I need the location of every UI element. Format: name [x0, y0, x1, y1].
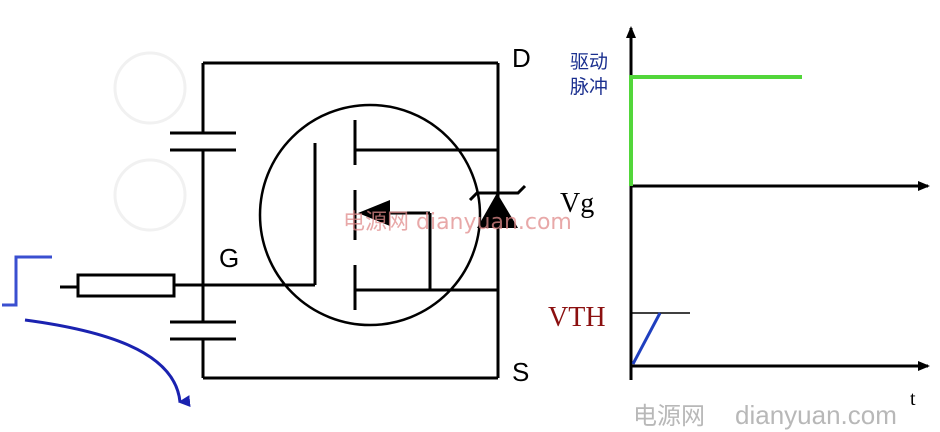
vg-ramp: [631, 312, 662, 365]
mosfet-symbol: [313, 120, 498, 310]
source-label: S: [512, 357, 529, 387]
capacitor-cgs: [170, 320, 236, 341]
faint-circle-mid: [113, 158, 187, 232]
input-step-waveform: [2, 255, 52, 307]
time-axis-label: t: [910, 388, 916, 410]
watermark-corner-cn: 电源网: [633, 402, 705, 430]
channel-arrow-icon: [358, 200, 390, 226]
current-arrow: [24, 318, 191, 408]
gate-resistor: [76, 273, 176, 298]
gate-label: G: [219, 243, 239, 273]
drain-label: D: [512, 43, 531, 73]
drive-pulse-label-line1: 驱动: [570, 51, 608, 73]
faint-circle-top: [113, 51, 187, 125]
vth-label: VTH: [548, 302, 606, 333]
watermark-center: 电源网 dianyuan.com: [343, 210, 572, 235]
drive-pulse-label-line2: 脉冲: [570, 76, 608, 98]
mosfet-circle: [258, 103, 482, 327]
watermark-corner-en: dianyuan.com: [735, 400, 897, 430]
vg-label: Vg: [560, 188, 594, 219]
body-diode-icon: [477, 193, 518, 228]
capacitor-cgd: [170, 131, 236, 152]
drive-pulse-waveform: [629, 75, 802, 186]
diode-cathode-bar: [468, 184, 527, 202]
